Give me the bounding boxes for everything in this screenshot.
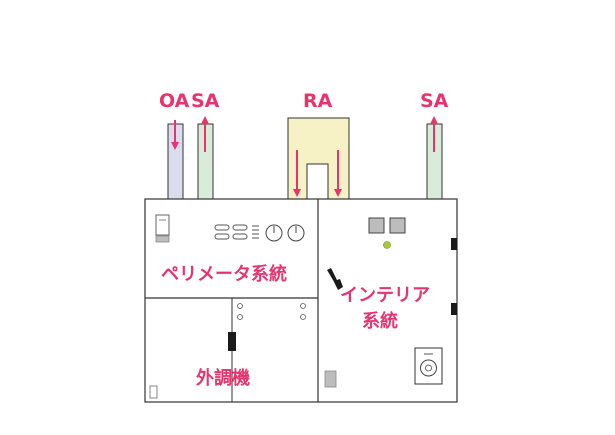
gauge-right-icon	[287, 224, 305, 242]
indicator-led-icon	[383, 241, 391, 249]
interior-control-box-left	[368, 217, 385, 234]
sa-left-label: SA	[191, 90, 220, 112]
interior-latch-bottom-icon	[451, 303, 457, 315]
outdoor-unit-label: 外調機	[196, 368, 250, 389]
outdoor-unit-lock-icon	[149, 385, 158, 399]
sa-right-label: SA	[420, 90, 449, 112]
oa-label: OA	[159, 90, 190, 112]
control-display-icon	[155, 214, 170, 243]
bolt-icons	[237, 303, 306, 320]
interior-system-label-line2: 系統	[362, 311, 398, 332]
interior-system-label-line1: インテリア	[340, 285, 430, 306]
interior-bottom-panel-icon	[324, 370, 337, 388]
interior-control-box-right	[389, 217, 406, 234]
gauge-left-icon	[265, 224, 283, 242]
thermostat-icon	[414, 347, 443, 385]
door-handle-icon	[228, 332, 236, 351]
ra-label: RA	[303, 90, 333, 112]
door-key-icon	[327, 268, 343, 290]
switch-bank-icon	[214, 224, 259, 240]
perimeter-system-label: ペリメータ系統	[161, 264, 287, 285]
interior-latch-top-icon	[451, 238, 457, 250]
